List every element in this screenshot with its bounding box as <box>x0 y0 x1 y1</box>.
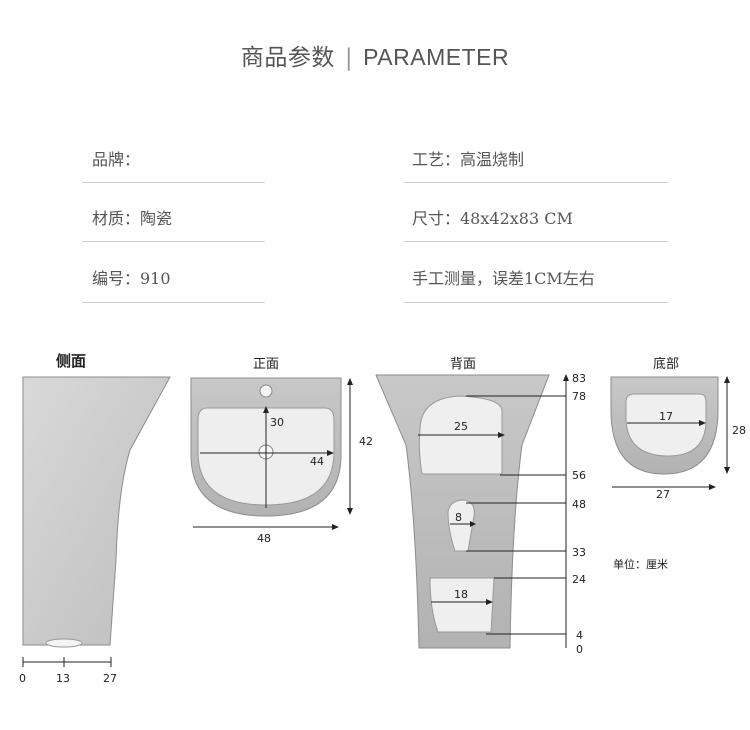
side-view-silhouette <box>22 376 171 646</box>
bottom-inner-width: 17 <box>659 410 673 423</box>
title-separator: | <box>344 45 354 71</box>
back-view-title: 背面 <box>450 357 476 372</box>
front-basin-depth: 30 <box>270 416 284 429</box>
arrow-head <box>347 378 353 385</box>
arrow-head <box>327 450 334 456</box>
front-height: 42 <box>359 435 373 448</box>
arrow-head <box>498 432 505 438</box>
front-width: 48 <box>257 532 271 545</box>
side-tick-0: 0 <box>19 672 26 685</box>
side-tick-27: 27 <box>103 672 117 685</box>
bottom-depth: 28 <box>732 424 746 437</box>
param-brand: 品牌： <box>92 150 141 169</box>
param-size: 尺寸：48x42x83 CM <box>412 209 573 228</box>
unit-note: 单位：厘米 <box>613 557 668 571</box>
back-middle-width: 8 <box>455 511 462 524</box>
arrow-head <box>470 521 476 527</box>
front-basin-width: 44 <box>310 455 324 468</box>
faucet-hole <box>259 384 273 398</box>
front-view-title: 正面 <box>253 357 279 372</box>
back-mark-33: 33 <box>572 546 586 559</box>
param-material: 材质：陶瓷 <box>92 209 173 228</box>
back-mark-0: 0 <box>576 643 583 656</box>
arrow-head <box>724 376 730 383</box>
arrow-head <box>699 420 706 426</box>
side-view-base-opening <box>45 638 83 648</box>
back-mark-4: 4 <box>576 629 583 642</box>
side-tick-13: 13 <box>56 672 70 685</box>
arrow-head <box>709 484 716 490</box>
param-divider <box>82 302 265 303</box>
bottom-outer-width: 27 <box>656 488 670 501</box>
back-mark-78: 78 <box>572 390 586 403</box>
back-mark-56: 56 <box>572 469 586 482</box>
param-divider <box>404 302 668 303</box>
param-model: 编号：910 <box>92 269 171 288</box>
back-middle-opening <box>447 499 475 552</box>
bottom-view-title: 底部 <box>653 356 679 372</box>
param-divider <box>82 241 265 242</box>
arrow-head <box>332 524 339 530</box>
page-title: 商品参数 | PARAMETER <box>0 38 750 72</box>
back-mark-83: 83 <box>572 372 586 385</box>
back-mark-24: 24 <box>572 573 586 586</box>
param-divider <box>404 241 668 242</box>
title-en: PARAMETER <box>363 44 510 70</box>
arrow-head <box>563 374 569 381</box>
arrow-head <box>263 406 269 413</box>
back-lower-width: 18 <box>454 588 468 601</box>
param-divider <box>404 182 668 183</box>
side-view-title: 侧面 <box>56 352 86 370</box>
param-craft: 工艺：高温烧制 <box>412 150 525 169</box>
param-note: 手工测量，误差1CM左右 <box>412 269 595 288</box>
arrow-head <box>724 467 730 474</box>
arrow-head <box>486 599 493 605</box>
back-upper-width: 25 <box>454 420 468 433</box>
param-divider <box>82 182 265 183</box>
back-mark-48: 48 <box>572 498 586 511</box>
bottom-view-opening <box>625 393 707 457</box>
arrow-head <box>347 508 353 515</box>
back-lower-opening <box>429 577 495 633</box>
title-cn: 商品参数 <box>240 45 335 71</box>
